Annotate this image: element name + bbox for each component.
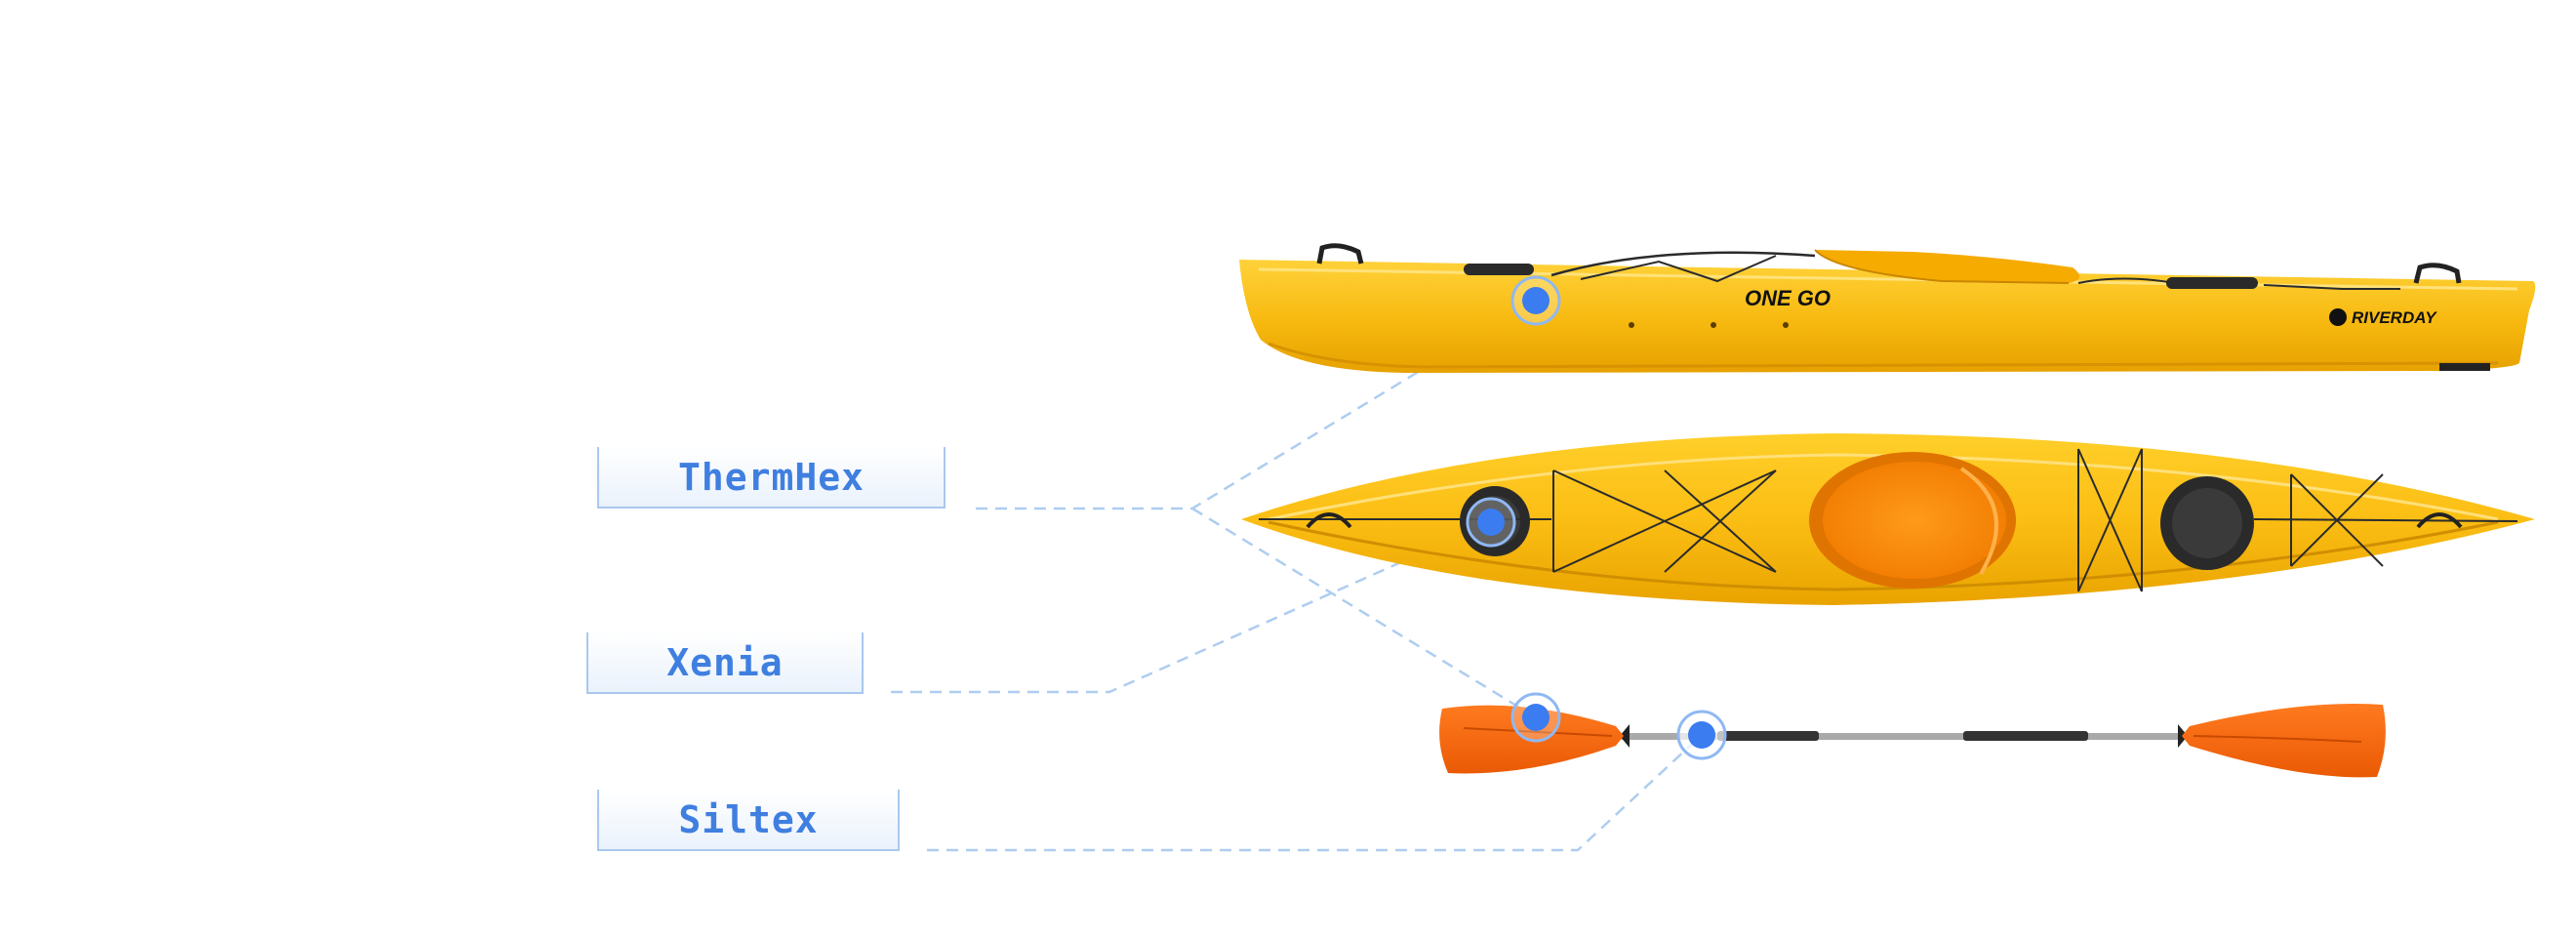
kayak-model-text: ONE GO [1745,286,1831,310]
connector-siltex-paddle-shaft [927,734,1703,852]
marker-xenia-kayak-top[interactable] [1466,497,1516,548]
connector-lines [891,299,1703,852]
label-xenia: Xenia [586,632,864,694]
connector-thermhex-paddle [1191,507,1537,719]
kayak-top-view [1241,433,2535,605]
marker-siltex-paddle-shaft[interactable] [1676,710,1727,760]
label-siltex: Siltex [597,790,900,851]
marker-thermhex-paddle[interactable] [1510,692,1561,743]
marker-thermhex-kayak-side[interactable] [1510,275,1561,326]
kayak-brand-text: RIVERDAY [2352,308,2437,327]
connector-xenia-kayak-top [891,520,1492,694]
paddle [1439,703,2386,778]
label-thermhex: ThermHex [597,447,946,509]
kayak-side-view: ONE GO RIVERDAY [1239,243,2536,373]
markers [1466,275,1727,760]
